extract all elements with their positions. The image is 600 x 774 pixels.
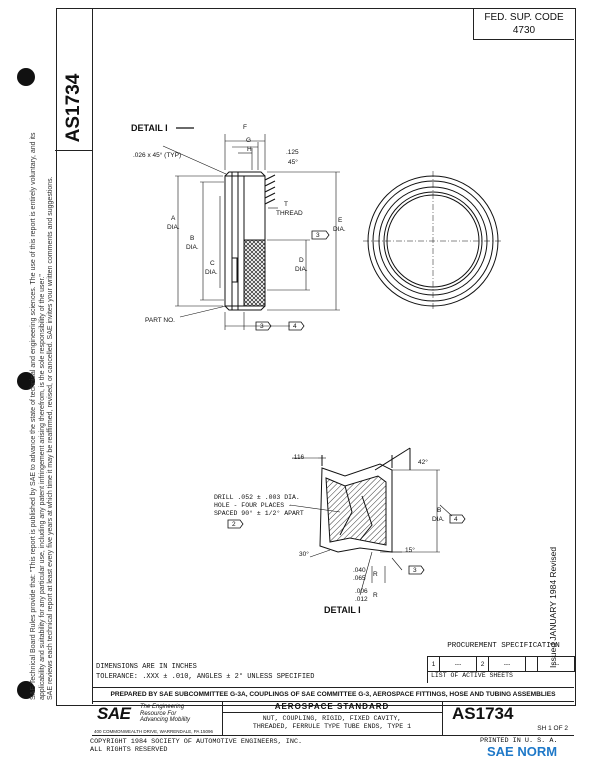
dim-a-label: A — [171, 215, 176, 222]
detail-dim-b-label: B — [437, 507, 441, 514]
dimensions-note: DIMENSIONS ARE IN INCHES TOLERANCE: .XXX… — [96, 662, 314, 682]
drawing-border — [56, 8, 576, 706]
detail-dimension-lines — [289, 457, 453, 596]
dim-d-label: D — [299, 257, 304, 264]
drill-note-line: DRILL .052 ± .003 DIA. — [214, 494, 300, 501]
dim-116-label: .116 — [292, 454, 305, 461]
note-flag-3: 3 — [413, 567, 417, 574]
fed-sup-code-value: 4730 — [512, 25, 536, 36]
dim-h-label: H — [247, 146, 252, 153]
active-sheets-table: 1 --- 2 --- --- LIST OF ACTIVE SHEETS — [427, 656, 575, 683]
dimensions-note-line: DIMENSIONS ARE IN INCHES — [96, 663, 197, 671]
note-flag-4: 4 — [454, 516, 458, 523]
detail-note-flags — [227, 514, 466, 575]
sae-tagline: The Engineering Resource For Advancing M… — [140, 704, 190, 724]
dia-label: DIA. — [186, 244, 199, 251]
sheet-cell: --- — [538, 657, 575, 671]
detail-labels: .116 42° DRILL .052 ± .003 DIA. HOLE - F… — [214, 454, 445, 615]
dim-065-label: .065 — [353, 575, 366, 582]
chamfer-label: .026 x 45° (TYP) — [133, 151, 181, 159]
dim-125-label: .125 — [286, 149, 299, 156]
angle-15-label: 15° — [405, 546, 415, 554]
note-flag-4: 4 — [293, 323, 297, 330]
sheet-number: SH 1 OF 2 — [537, 725, 568, 732]
radius-r-label: R — [373, 571, 378, 578]
drill-note-line: HOLE - FOUR PLACES - — [214, 502, 292, 509]
sae-norm-watermark: SAE NORM — [487, 744, 558, 759]
detail-section-view — [319, 447, 411, 553]
issued-date: Issued JANUARY 1984 Revised — [548, 546, 558, 668]
sheet-cell: 2 — [477, 657, 489, 671]
main-view-dimension-lines — [162, 134, 340, 330]
dim-006-label: .006 — [355, 588, 368, 595]
standard-title: AEROSPACE STANDARD NUT, COUPLING, RIGID,… — [222, 701, 443, 735]
fed-sup-code-box: FED. SUP. CODE 4730 — [473, 8, 574, 40]
dim-e-label: E — [338, 217, 343, 224]
dim-g-label: G — [246, 137, 251, 144]
standard-number: AS1734 — [452, 704, 514, 723]
description-line: THREADED, FERRULE TYPE TUBE ENDS, TYPE 1 — [252, 723, 412, 730]
printed-in: PRINTED IN U. S. A. — [480, 737, 558, 745]
sheet-cell: --- — [489, 657, 526, 671]
procurement-title: PROCUREMENT SPECIFICATION — [447, 642, 560, 650]
sae-logo: SAE — [97, 704, 131, 723]
sheet-cell — [526, 657, 538, 671]
dia-label: DIA. — [167, 224, 180, 231]
margin-line — [92, 8, 93, 704]
standard-number-side-box: AS1734 — [55, 66, 93, 151]
angle-42-label: 42° — [418, 458, 428, 466]
fed-sup-code-label: FED. SUP. CODE — [484, 12, 564, 23]
binder-hole-top — [17, 68, 35, 86]
sheet-cell: --- — [440, 657, 477, 671]
thread-t-label: T — [284, 201, 288, 208]
note-flag-3: 3 — [260, 323, 264, 330]
dimensions-note-line: TOLERANCE: .XXX ± .010, ANGLES ± 2° UNLE… — [96, 673, 315, 681]
dia-label: DIA. — [205, 269, 218, 276]
dia-label: DIA. — [333, 226, 346, 233]
radius-r-label: R — [373, 592, 378, 599]
tagline-line: Resource For — [140, 710, 177, 717]
part-no-label: PART NO. — [145, 317, 175, 324]
nut-end-view — [363, 171, 503, 311]
standard-number-box: AS1734 SH 1 OF 2 — [442, 701, 574, 735]
sae-logo-box: SAE The Engineering Resource For Advanci… — [92, 701, 223, 735]
dim-f-label: F — [243, 124, 247, 131]
standard-type: AEROSPACE STANDARD — [222, 701, 442, 713]
angle-45-label: 45° — [288, 158, 298, 166]
tagline-line: Advancing Mobility — [140, 717, 191, 723]
title-block: SAE The Engineering Resource For Advanci… — [92, 701, 574, 736]
description-line: NUT, COUPLING, RIGID, FIXED CAVITY, — [262, 715, 402, 722]
sheet-cell: 1 — [428, 657, 440, 671]
thread-label: THREAD — [276, 210, 303, 217]
binder-hole-middle — [17, 372, 35, 390]
note-flag-3: 3 — [316, 232, 320, 239]
note-flag-2: 2 — [232, 521, 236, 528]
sae-address: 400 COMMONWEALTH DRIVE, WARRENDALE, PA 1… — [94, 729, 213, 734]
drill-note-line: SPACED 90° ± 1/2° APART — [214, 509, 304, 517]
binder-hole-bottom — [17, 681, 35, 699]
main-view-note-flags — [255, 230, 330, 331]
active-sheets-label: LIST OF ACTIVE SHEETS — [431, 672, 513, 679]
angle-30-label: 30° — [299, 550, 309, 558]
nut-side-view — [224, 171, 276, 311]
detail-callout-label: DETAIL I — [131, 123, 168, 133]
standard-description: NUT, COUPLING, RIGID, FIXED CAVITY, THRE… — [222, 713, 442, 731]
prepared-by-bar: PREPARED BY SAE SUBCOMMITTEE G-3A, COUPL… — [92, 687, 574, 702]
detail-dia-label: DIA. — [432, 516, 445, 523]
detail-title: DETAIL I — [324, 605, 361, 615]
procurement-block: PROCUREMENT SPECIFICATION — [433, 642, 574, 650]
dim-b-label: B — [190, 235, 194, 242]
dim-012-label: .012 — [355, 596, 368, 603]
copyright-line: COPYRIGHT 1984 SOCIETY OF AUTOMOTIVE ENG… — [90, 738, 303, 746]
tagline-line: The Engineering — [140, 704, 185, 710]
dia-label: DIA. — [295, 266, 308, 273]
dim-040-label: .040 — [353, 567, 366, 574]
copyright: COPYRIGHT 1984 SOCIETY OF AUTOMOTIVE ENG… — [90, 738, 302, 754]
copyright-line: ALL RIGHTS RESERVED — [90, 746, 168, 754]
dim-c-label: C — [210, 260, 215, 267]
main-view-labels: DETAIL I .026 x 45° (TYP) F G H .125 45°… — [131, 123, 346, 324]
